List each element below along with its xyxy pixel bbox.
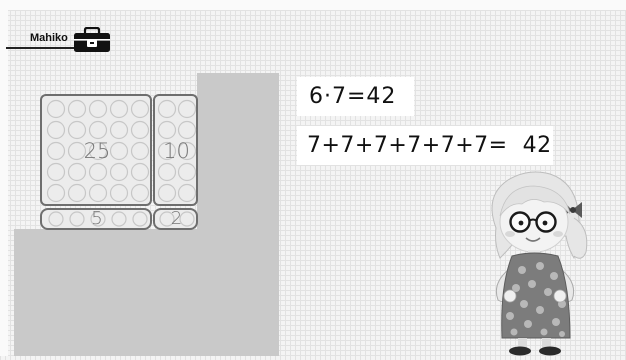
dot-block-5: 5 bbox=[40, 208, 152, 230]
dot-block-25: 25 bbox=[40, 94, 152, 206]
block-label-5: 5 bbox=[42, 208, 152, 230]
dot-block-10: 10 bbox=[153, 94, 198, 206]
repeated-addition-equation: 7+7+7+7+7+7= 42 bbox=[297, 126, 553, 165]
left-margin bbox=[0, 0, 8, 356]
block-label-25: 25 bbox=[42, 139, 152, 163]
girl-with-glasses-illustration bbox=[478, 166, 598, 356]
name-underline bbox=[6, 47, 74, 49]
multiplication-equation: 6·7=42 bbox=[297, 77, 414, 116]
student-name-label: Mahiko bbox=[30, 32, 68, 44]
toolbox-icon[interactable] bbox=[72, 27, 112, 53]
dot-block-2: 2 bbox=[153, 208, 198, 230]
block-label-10: 10 bbox=[155, 139, 198, 163]
stair-step-high bbox=[197, 73, 279, 356]
top-margin bbox=[0, 0, 626, 10]
block-label-2: 2 bbox=[155, 208, 198, 230]
